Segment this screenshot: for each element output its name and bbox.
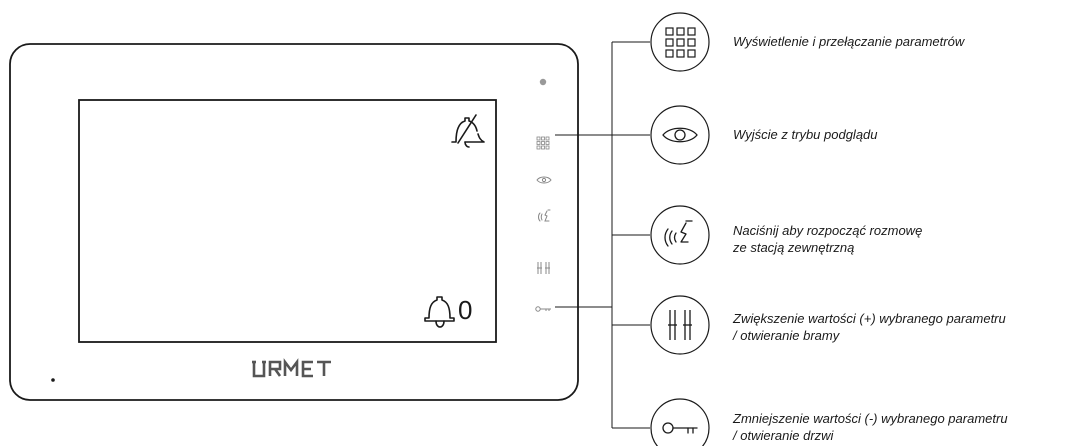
- legend-keypad-icon: [650, 12, 710, 72]
- bell-count: 0: [458, 295, 473, 325]
- legend-text-keypad: Wyświetlenie i przełączanie parametrów: [733, 34, 965, 49]
- legend-text-eye: Wyjście z trybu podglądu: [733, 127, 878, 142]
- microphone-dot: [51, 378, 55, 382]
- keypad-button[interactable]: [536, 136, 550, 150]
- bell-icon: [424, 296, 455, 328]
- connector-lines: [555, 41, 650, 429]
- talk-button[interactable]: [538, 209, 551, 222]
- key-button[interactable]: [535, 306, 551, 312]
- bell-muted-icon: [451, 114, 485, 148]
- legend-eye-icon: [650, 105, 710, 165]
- eye-button[interactable]: [536, 176, 552, 184]
- urmet-logo: [252, 358, 331, 378]
- led-indicator: [539, 78, 547, 86]
- legend-text-talk: Naciśnij aby rozpocząć rozmowę ze stacją…: [733, 223, 923, 255]
- legend-key-icon: [650, 398, 710, 446]
- legend-text-gate: Zwiększenie wartości (+) wybranego param…: [733, 311, 1006, 343]
- legend-text-key: Zmniejszenie wartości (-) wybranego para…: [733, 411, 1008, 443]
- monitor-screen: [78, 99, 497, 343]
- legend-talk-icon: [650, 205, 710, 265]
- legend-gate-icon: [650, 295, 710, 355]
- gate-button[interactable]: [537, 262, 550, 274]
